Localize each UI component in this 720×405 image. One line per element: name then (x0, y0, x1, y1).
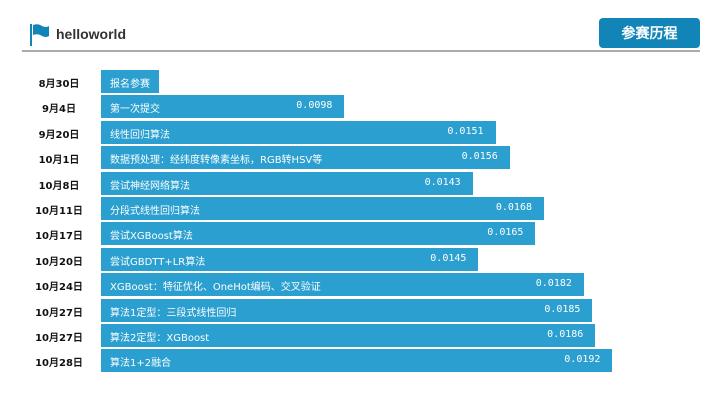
date-label: 9月4日 (42, 104, 76, 116)
score-label: 0.0182 (535, 278, 572, 290)
score-label: 0.0185 (544, 303, 581, 315)
date-label: 10月24日 (35, 282, 83, 294)
bar: 第一次提交 0.0098 (101, 95, 345, 119)
bar: 分段式线性回归算法 0.0168 (101, 197, 544, 220)
score-label: 0.0098 (296, 100, 333, 112)
score-label: 0.0145 (430, 252, 467, 264)
bar-label: 线性回归算法 (110, 129, 170, 141)
bar: 算法1定型：三段式线性回归 0.0185 (101, 298, 593, 322)
date-label: 10月20日 (35, 256, 83, 268)
score-label: 0.0156 (461, 151, 498, 163)
bar: 尝试GBDTT+LR算法 0.0145 (101, 247, 479, 271)
flag-icon (30, 24, 49, 46)
score-label: 0.0168 (495, 202, 532, 213)
score-label: 0.0151 (447, 125, 484, 137)
bar-label: 尝试GBDTT+LR算法 (110, 256, 206, 268)
score-label: 0.0192 (564, 354, 601, 366)
score-label: 0.0143 (424, 176, 461, 188)
date-label: 8月30日 (38, 79, 80, 90)
date-label: 10月28日 (35, 358, 83, 370)
date-label: 10月11日 (35, 206, 83, 217)
bar-label: 报名参赛 (110, 79, 150, 90)
bar: 尝试神经网络算法 0.0143 (101, 171, 473, 195)
bar: 报名参赛 (101, 70, 159, 93)
bar-label: 数据预处理：经纬度转像素坐标，RGB转HSV等 (110, 155, 323, 167)
bar-label: 算法1+2融合 (110, 358, 172, 370)
date-label: 10月27日 (35, 333, 83, 344)
bar: XGBoost：特征优化、OneHot编码、交叉验证 0.0182 (101, 273, 584, 297)
bar: 算法2定型：XGBoost 0.0186 (101, 324, 596, 347)
bar-label: 算法1定型：三段式线性回归 (110, 307, 237, 319)
bar: 数据预处理：经纬度转像素坐标，RGB转HSV等 0.0156 (101, 146, 510, 170)
section-title-button[interactable]: 参赛历程 (599, 18, 700, 48)
bar: 算法1+2融合 0.0192 (101, 349, 613, 373)
bar: 尝试XGBoost算法 0.0165 (101, 222, 536, 246)
bar-label: 分段式线性回归算法 (110, 206, 200, 217)
header-divider (22, 50, 700, 52)
date-label: 10月27日 (35, 307, 83, 319)
date-label: 10月8日 (38, 180, 80, 192)
date-label: 10月17日 (35, 231, 83, 243)
bar-label: 第一次提交 (110, 104, 160, 116)
date-label: 10月1日 (38, 155, 80, 167)
bar-label: 尝试XGBoost算法 (110, 231, 193, 243)
bar: 线性回归算法 0.0151 (101, 120, 496, 144)
score-label: 0.0165 (487, 227, 524, 239)
date-label: 9月20日 (38, 129, 80, 141)
bar-label: 算法2定型：XGBoost (110, 333, 210, 344)
brand-name: helloworld (56, 26, 126, 42)
score-label: 0.0186 (547, 329, 584, 340)
bar-label: 尝试神经网络算法 (110, 180, 190, 192)
bar-label: XGBoost：特征优化、OneHot编码、交叉验证 (110, 282, 321, 294)
